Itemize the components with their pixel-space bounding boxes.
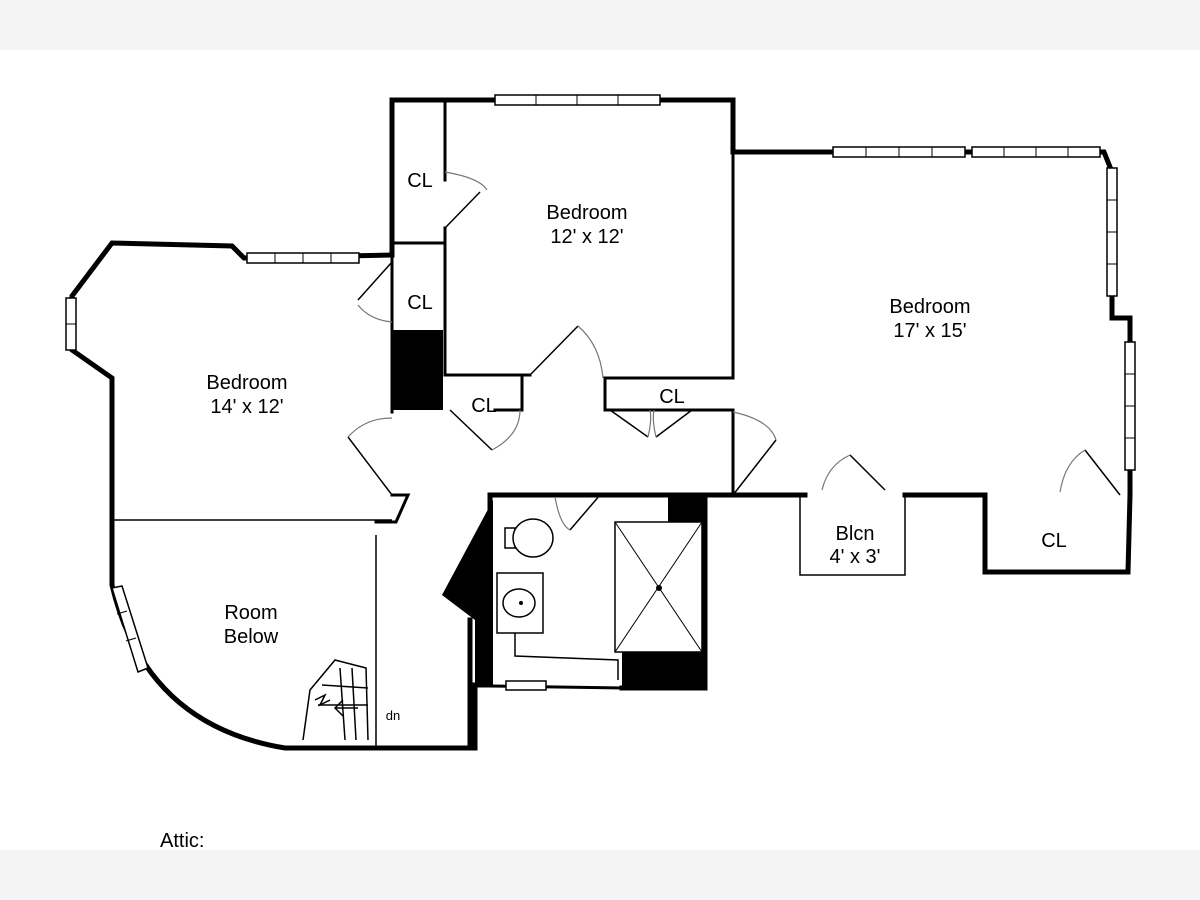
window-left-bay-side (65, 297, 77, 351)
balcony-outline (799, 495, 906, 576)
bedroom-right-name: Bedroom (889, 296, 970, 318)
floor-caption: Attic: (160, 830, 204, 852)
hall-closet-left-wall (493, 376, 524, 412)
shower-stall (614, 521, 703, 653)
door-hall-closet-right (609, 409, 693, 438)
bedroom-left-size: 14' x 12' (210, 396, 283, 418)
closet-hall-right-label: CL (659, 386, 685, 408)
bath-wall-mass (442, 500, 493, 685)
sink-vanity (496, 572, 544, 634)
exterior-wall-curve (109, 517, 473, 751)
staircase (302, 659, 369, 741)
toilet (504, 518, 554, 558)
door-closet-mid-left (357, 261, 393, 323)
closet-hall-left-label: CL (471, 395, 497, 417)
stairs-direction-label: dn (386, 708, 400, 723)
bedroom-middle-name: Bedroom (546, 202, 627, 224)
door-closet-right (1059, 449, 1121, 496)
window-curved-wall (111, 585, 149, 673)
door-right-bedroom (732, 411, 777, 496)
exterior-wall-left (69, 240, 395, 523)
shower-wall-bottom (622, 652, 705, 688)
balcony-size: 4' x 3' (830, 546, 881, 568)
closet-top-left-label: CL (407, 170, 433, 192)
door-hall-closet-left (449, 409, 521, 451)
door-left-bedroom (347, 417, 393, 496)
window-middle-top (494, 94, 661, 106)
door-balcony (821, 454, 886, 491)
window-right-top-2 (971, 146, 1101, 158)
window-right-top-1 (832, 146, 966, 158)
hall-jog (374, 493, 411, 524)
window-right-side-2 (1124, 341, 1136, 471)
chimney-block (393, 330, 443, 410)
closet-right-label: CL (1041, 530, 1067, 552)
vanity-counter (514, 633, 619, 680)
window-right-side-1 (1106, 167, 1118, 297)
closet-mid-left-label: CL (407, 292, 433, 314)
bedroom-middle-size: 12' x 12' (550, 226, 623, 248)
window-bathroom (505, 680, 547, 691)
door-closet-top-left (444, 171, 488, 229)
hall-closet-right-wall (603, 376, 735, 412)
bedroom-left-name: Bedroom (206, 372, 287, 394)
bedroom-right-size: 17' x 15' (893, 320, 966, 342)
balcony-name: Blcn (836, 523, 875, 545)
door-middle-bedroom (529, 325, 604, 379)
exterior-wall-right-bottom (902, 492, 1133, 575)
door-bathroom (554, 494, 601, 531)
window-left-bay-top (246, 252, 360, 264)
room-below-line2: Below (224, 626, 279, 648)
room-below-line1: Room (224, 602, 277, 624)
shower-wall-top (668, 495, 705, 523)
